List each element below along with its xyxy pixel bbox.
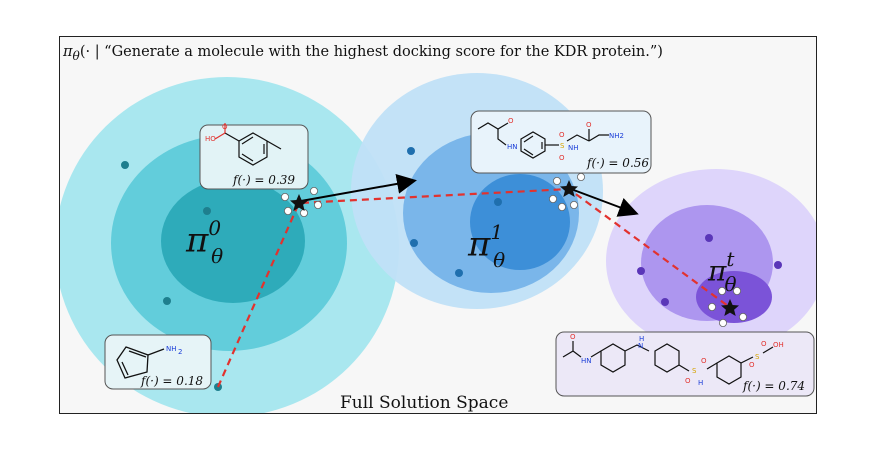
- update-arrow-1-to-t: [570, 188, 639, 217]
- prompt-body: (· | “Generate a molecule with the highe…: [79, 44, 663, 60]
- hydroxyl-label: OH: [773, 341, 784, 349]
- amine-label: NH: [166, 345, 177, 353]
- candidate-dot: [549, 194, 558, 203]
- amide-label: NH2: [609, 132, 624, 140]
- update-arrow-0-to-1: [300, 173, 417, 202]
- svg-text:O: O: [559, 131, 565, 139]
- sample-dot: [163, 297, 171, 305]
- svg-text:O: O: [749, 361, 755, 369]
- sample-points-purple: [637, 234, 782, 306]
- svg-text:O: O: [570, 333, 576, 341]
- svg-text:S: S: [692, 367, 697, 375]
- svg-text:H: H: [639, 335, 644, 343]
- svg-text:S: S: [560, 142, 565, 150]
- solution-space-canvas: NH 2 f(·) = 0.18 HO O f(·) = 0.39: [60, 73, 816, 413]
- svg-text:H: H: [698, 379, 703, 387]
- svg-text:S: S: [755, 353, 760, 361]
- full-solution-space-label: Full Solution Space: [340, 393, 509, 413]
- svg-text:O: O: [508, 117, 514, 125]
- candidate-dot: [718, 286, 727, 295]
- policy-label-t: πtθ: [708, 247, 737, 296]
- sample-dot: [203, 207, 211, 215]
- candidate-dot: [280, 192, 289, 201]
- candidate-samples: [280, 172, 748, 327]
- optimization-path: [216, 187, 729, 388]
- candidate-dot: [733, 286, 742, 295]
- sample-dot: [661, 298, 669, 306]
- candidate-dot: [708, 302, 717, 311]
- sample-dot: [455, 269, 463, 277]
- policy-1-inner-region: [470, 174, 570, 270]
- star-icon: [720, 299, 739, 316]
- candidate-dot: [283, 206, 292, 215]
- policy-label-1: π1θ: [468, 220, 506, 273]
- prompt-pi: π: [63, 44, 73, 60]
- candidate-dot: [313, 200, 322, 209]
- candidate-dot: [570, 200, 579, 209]
- score-2: f(·) = 0.56: [586, 156, 649, 170]
- candidate-dot: [309, 186, 318, 195]
- amine-subscript: 2: [178, 348, 182, 356]
- sample-dot: [410, 239, 418, 247]
- svg-text:O: O: [685, 377, 691, 385]
- svg-text:O: O: [559, 154, 565, 162]
- star-icon: [559, 180, 578, 197]
- score-3: f(·) = 0.74: [742, 379, 805, 393]
- molecule-card-3: O HN H N S O O H S O O OH f(·) = 0.74: [555, 331, 815, 397]
- score-1: f(·) = 0.39: [232, 173, 295, 187]
- svg-text:HN: HN: [581, 357, 592, 365]
- svg-text:O: O: [761, 340, 767, 348]
- score-0: f(·) = 0.18: [140, 374, 203, 388]
- candidate-dot: [553, 176, 562, 185]
- svg-text:HN: HN: [507, 143, 518, 151]
- svg-text:O: O: [222, 123, 228, 131]
- candidate-dot: [739, 312, 748, 321]
- prompt-theta: θ: [72, 48, 80, 63]
- candidate-dot: [577, 172, 586, 181]
- sample-dot: [705, 234, 713, 242]
- svg-text:NH: NH: [568, 144, 579, 152]
- best-sample-stars: [290, 180, 739, 316]
- svg-text:O: O: [586, 121, 592, 129]
- policy-t-inner-region: [696, 271, 772, 323]
- svg-text:N: N: [638, 342, 643, 350]
- sample-dot: [407, 147, 415, 155]
- prompt-text: πθ(· | “Generate a molecule with the hig…: [63, 44, 663, 63]
- svg-text:HO: HO: [205, 135, 216, 143]
- molecule-card-0: NH 2 f(·) = 0.18: [104, 334, 212, 390]
- sample-dot: [637, 267, 645, 275]
- molecule-card-2: HN O S O O NH O NH2 f(·) = 0.56: [470, 110, 652, 174]
- molecule-card-1: HO O f(·) = 0.39: [199, 123, 309, 190]
- sample-dot: [121, 161, 129, 169]
- sample-points-blue: [407, 147, 502, 277]
- star-icon: [290, 194, 308, 211]
- sample-dot: [494, 198, 502, 206]
- svg-text:O: O: [701, 357, 707, 365]
- candidate-dot: [558, 202, 567, 211]
- policy-label-0: π0θ: [186, 216, 224, 269]
- candidate-dot: [719, 318, 728, 327]
- diagram-frame: NH 2 f(·) = 0.18 HO O f(·) = 0.39: [59, 36, 817, 414]
- sample-dot: [774, 261, 782, 269]
